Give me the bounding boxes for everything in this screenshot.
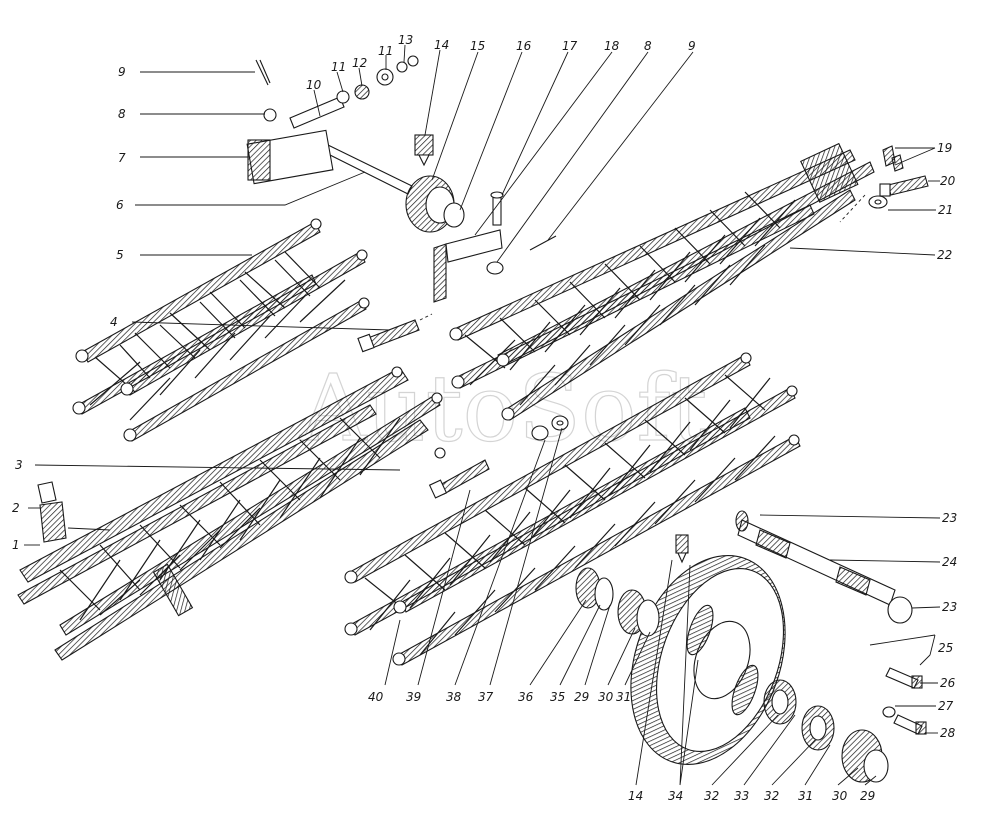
label-11b: 11 bbox=[378, 44, 393, 58]
label-8: 8 bbox=[118, 107, 126, 121]
label-9b: 9 bbox=[688, 39, 696, 53]
truss-section-lower bbox=[344, 352, 801, 666]
label-4: 4 bbox=[110, 315, 118, 329]
label-23b: 23 bbox=[942, 600, 957, 614]
label-1: 1 bbox=[12, 538, 20, 552]
label-27: 27 bbox=[938, 699, 954, 713]
label-16: 16 bbox=[516, 39, 532, 53]
leader-lines bbox=[24, 44, 941, 786]
label-12: 12 bbox=[352, 56, 367, 70]
label-28: 28 bbox=[940, 726, 956, 740]
label-6: 6 bbox=[116, 198, 124, 212]
label-22: 22 bbox=[937, 248, 952, 262]
label-35: 35 bbox=[550, 690, 565, 704]
label-31b: 31 bbox=[798, 789, 813, 803]
gear-wheel bbox=[630, 534, 786, 765]
label-13: 13 bbox=[398, 33, 413, 47]
label-21: 21 bbox=[938, 203, 953, 217]
label-2: 2 bbox=[12, 501, 20, 515]
label-18: 18 bbox=[604, 39, 620, 53]
bearing-set-left bbox=[575, 567, 660, 637]
label-14b: 14 bbox=[628, 789, 643, 803]
label-32: 32 bbox=[704, 789, 719, 803]
label-29b: 29 bbox=[860, 789, 875, 803]
label-7: 7 bbox=[118, 151, 126, 165]
label-24: 24 bbox=[942, 555, 957, 569]
part-labels: 9 8 7 6 5 4 3 2 1 10 11 12 11 13 14 15 1… bbox=[12, 33, 957, 803]
label-30: 30 bbox=[598, 690, 614, 704]
axle-assembly bbox=[246, 55, 557, 303]
label-37: 37 bbox=[478, 690, 494, 704]
label-8b: 8 bbox=[644, 39, 652, 53]
label-15: 15 bbox=[470, 39, 485, 53]
truss-section-5 bbox=[72, 218, 370, 442]
label-10: 10 bbox=[306, 78, 322, 92]
bolt-39 bbox=[428, 415, 569, 499]
bearing-set-right bbox=[763, 679, 889, 783]
label-14: 14 bbox=[434, 38, 449, 52]
label-3: 3 bbox=[15, 458, 23, 472]
label-19: 19 bbox=[937, 141, 952, 155]
label-31: 31 bbox=[616, 690, 631, 704]
label-29: 29 bbox=[574, 690, 589, 704]
label-38: 38 bbox=[446, 690, 462, 704]
label-32b: 32 bbox=[764, 789, 779, 803]
label-40: 40 bbox=[368, 690, 384, 704]
label-34: 34 bbox=[668, 789, 683, 803]
label-33: 33 bbox=[734, 789, 749, 803]
pin-parts-19-21 bbox=[839, 145, 929, 223]
label-36: 36 bbox=[518, 690, 534, 704]
label-11: 11 bbox=[331, 60, 346, 74]
label-17: 17 bbox=[562, 39, 578, 53]
label-9: 9 bbox=[118, 65, 126, 79]
label-20: 20 bbox=[940, 174, 956, 188]
label-23: 23 bbox=[942, 511, 957, 525]
boom-base-section-3 bbox=[17, 366, 446, 661]
bolts-26-28 bbox=[882, 667, 927, 735]
boom-top-section-22 bbox=[449, 142, 875, 421]
bolt-4 bbox=[357, 313, 433, 353]
label-30b: 30 bbox=[832, 789, 848, 803]
label-39: 39 bbox=[406, 690, 421, 704]
label-5: 5 bbox=[116, 248, 124, 262]
label-25: 25 bbox=[938, 641, 953, 655]
label-26: 26 bbox=[940, 676, 956, 690]
shaft-24 bbox=[735, 510, 913, 624]
